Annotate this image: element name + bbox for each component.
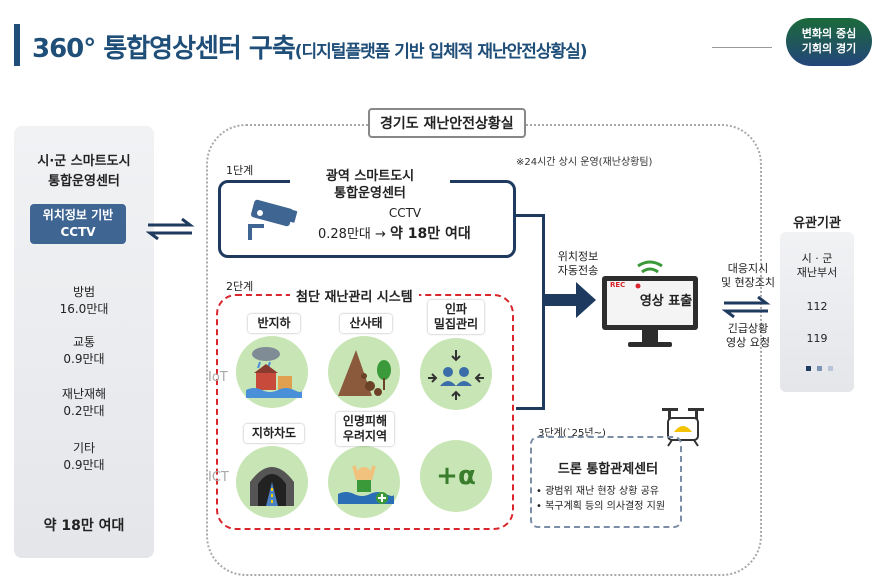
region-label: 경기도 재난안전상황실 xyxy=(368,108,526,138)
response-line2: 및 현장조치 xyxy=(720,276,776,289)
step1-title-line2: 통합운영센터 xyxy=(334,186,406,201)
stat-label: 교통 xyxy=(72,335,96,349)
connector-step1 xyxy=(516,214,544,217)
item-underpass: 지하차도 xyxy=(244,424,304,443)
cctv-pill: 위치정보 기반 CCTV xyxy=(30,204,126,244)
plus-alpha-circle: +α xyxy=(420,440,492,512)
badge-line1: 변화의 중심 xyxy=(801,27,857,40)
right-panel-title: 유관기관 xyxy=(793,216,841,231)
drone-bullet-1: • 광범위 재난 현장 상황 공유 xyxy=(536,486,659,497)
stat-value: 0.9만대 xyxy=(63,458,105,472)
left-title-line1: 시·군 스마트도시 xyxy=(37,154,131,169)
operation-note: ※24시간 상시 운영(재난상황팀) xyxy=(516,157,653,168)
drone-center-title: 드론 통합관제센터 xyxy=(557,462,659,477)
monitor-icon xyxy=(602,260,698,347)
ellipsis-dots xyxy=(806,366,833,371)
step3-box xyxy=(530,436,682,528)
flooded-house-icon xyxy=(246,347,302,398)
right-item-city-dept: 시 · 군 재난부서 xyxy=(780,252,854,280)
item-casualty-line1: 인명피해 xyxy=(342,414,388,428)
left-panel-title: 시·군 스마트도시 통합운영센터 xyxy=(14,152,154,192)
request-line2: 영상 요청 xyxy=(726,336,770,349)
right-item-line1: 시 · 군 xyxy=(801,252,833,265)
underpass-circle xyxy=(236,446,308,518)
step3-tag: 3단계(`25년~) xyxy=(538,428,606,439)
response-line1: 대응지시 xyxy=(727,262,769,275)
monitor-label: 영상 표출 xyxy=(639,294,693,309)
dot-icon xyxy=(806,366,811,371)
stat-label: 기타 xyxy=(72,441,96,455)
landslide-circle xyxy=(328,336,400,408)
left-title-line2: 통합운영센터 xyxy=(48,174,120,189)
connector-vertical xyxy=(542,214,545,410)
iot-ghost-label: IoT xyxy=(208,370,228,385)
item-semi-basement: 반지하 xyxy=(248,314,300,333)
dot-icon xyxy=(828,366,833,371)
connector-step2 xyxy=(516,407,544,410)
left-panel xyxy=(14,126,154,558)
drowning-person-icon xyxy=(338,465,394,504)
right-panel xyxy=(780,232,854,392)
title-accent-bar xyxy=(14,24,20,66)
send-label-line2: 자동전송 xyxy=(557,264,599,277)
right-item-119: 119 xyxy=(806,332,828,345)
send-label-line1: 위치정보 xyxy=(557,250,599,263)
auto-send-label: 위치정보 자동전송 xyxy=(548,250,608,278)
stat-crime: 방범 16.0만대 xyxy=(14,284,154,318)
exchange-arrow-icon xyxy=(722,296,771,318)
stat-label: 재난재해 xyxy=(61,387,107,401)
slogan-badge: 변화의 중심 기회의 경기 xyxy=(786,18,872,66)
step1-value-from: 0.28만대 → xyxy=(318,227,386,242)
step1-value-to: 약 18만 여대 xyxy=(390,226,471,242)
stat-other: 기타 0.9만대 xyxy=(14,440,154,474)
drone-bullet-2: • 복구계획 등의 의사결정 지원 xyxy=(536,501,666,512)
semi-basement-circle xyxy=(236,336,308,408)
stat-value: 16.0만대 xyxy=(59,302,109,316)
step2-title: 첨단 재난관리 시스템 xyxy=(290,286,419,305)
page-title: 360° 통합영상센터 구축(디지털플랫폼 기반 입체적 재난안전상황실) xyxy=(32,28,588,65)
step1-title: 광역 스마트도시 통합운영센터 xyxy=(290,168,450,202)
title-divider xyxy=(712,47,772,48)
request-line1: 긴급상황 xyxy=(727,322,769,335)
item-landslide: 산사태 xyxy=(340,314,392,333)
cctv-camera-icon xyxy=(248,199,298,240)
page-subtitle: (디지털플랫폼 기반 입체적 재난안전상황실) xyxy=(294,42,588,62)
item-casualty-area: 인명피해 우려지역 xyxy=(336,412,394,446)
step1-cctv-value: 0.28만대 → 약 18만 여대 xyxy=(318,223,471,243)
right-item-line2: 재난부서 xyxy=(796,266,838,279)
emergency-request-label: 긴급상황 영상 요청 xyxy=(708,322,788,350)
big-arrow-icon xyxy=(542,282,596,318)
item-crowd-line1: 인파 xyxy=(444,302,468,316)
cctv-pill-line1: 위치정보 기반 xyxy=(42,208,114,222)
badge-line2: 기회의 경기 xyxy=(801,42,857,55)
item-crowd-line2: 밀집관리 xyxy=(433,317,479,331)
item-casualty-line2: 우려지역 xyxy=(342,429,388,443)
crowd-circle xyxy=(420,338,492,410)
right-item-112: 112 xyxy=(806,300,828,313)
stat-label: 방범 xyxy=(72,285,96,299)
step1-title-line1: 광역 스마트도시 xyxy=(325,169,415,184)
ict-ghost-label: ICT xyxy=(208,470,229,485)
response-label: 대응지시 및 현장조치 xyxy=(708,262,788,290)
rec-indicator: REC xyxy=(610,281,626,289)
step1-cctv-label: CCTV xyxy=(388,206,422,220)
casualty-area-circle xyxy=(328,446,400,518)
dot-icon xyxy=(817,366,822,371)
cctv-pill-line2: CCTV xyxy=(60,225,96,239)
bidirectional-arrow-icon xyxy=(146,218,195,240)
stat-traffic: 교통 0.9만대 xyxy=(14,334,154,368)
step1-tag: 1단계 xyxy=(226,164,254,177)
crowd-icon xyxy=(428,350,484,400)
item-crowd: 인파 밀집관리 xyxy=(428,300,484,334)
step2-tag: 2단계 xyxy=(226,280,254,293)
stat-total: 약 18만 여대 xyxy=(43,518,125,534)
page-title-main: 360° 통합영상센터 구축 xyxy=(32,34,296,64)
drone-icon xyxy=(662,408,704,447)
stat-disaster: 재난재해 0.2만대 xyxy=(14,386,154,420)
tunnel-icon xyxy=(250,467,294,506)
stat-value: 0.2만대 xyxy=(63,404,105,418)
landslide-icon xyxy=(338,350,391,396)
stat-value: 0.9만대 xyxy=(63,352,105,366)
